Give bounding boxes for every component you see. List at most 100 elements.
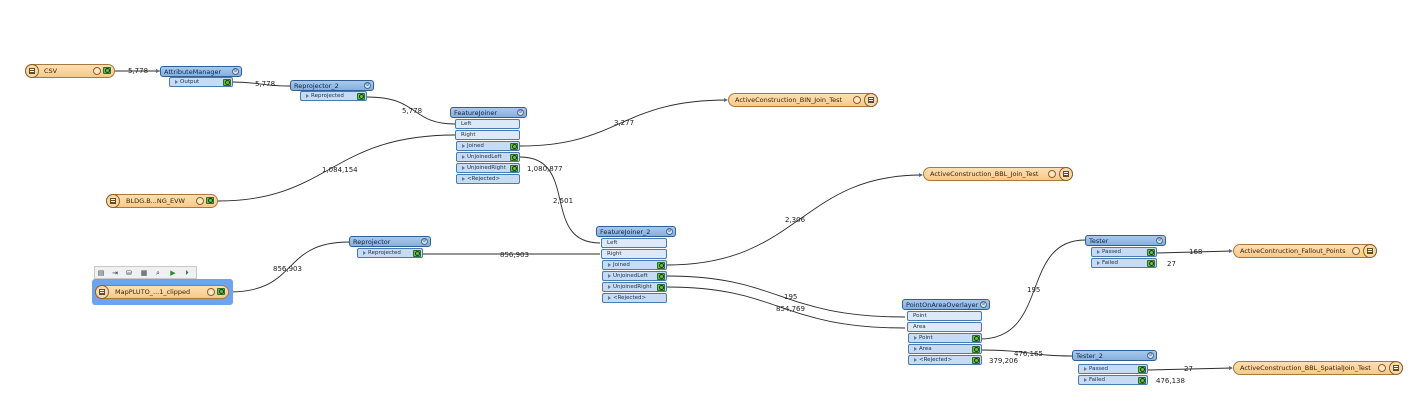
inspect-icon[interactable] — [510, 143, 518, 150]
output-port-rejected[interactable]: <Rejected> — [908, 355, 982, 365]
link-featurejoiner2-point — [666, 275, 906, 318]
output-port-failed[interactable]: Failed — [1091, 258, 1157, 268]
expand-icon — [1084, 366, 1087, 371]
link-mappluto-reprojector — [228, 241, 350, 293]
gear-icon[interactable] — [1048, 170, 1056, 178]
writer-bbl[interactable]: ActiveConstruction_BBL_Join_Test — [923, 167, 1073, 181]
cache-icon[interactable]: ⛁ — [126, 269, 132, 277]
play-step-icon[interactable]: ⏵ — [185, 269, 189, 277]
gear-icon[interactable] — [1378, 364, 1386, 372]
inspect-icon[interactable] — [1147, 249, 1155, 256]
writer-fallout[interactable]: ActiveContruction_Fallout_Points — [1233, 244, 1377, 258]
gear-icon[interactable]: ⚙ — [1156, 237, 1163, 244]
expand-icon — [608, 273, 611, 278]
transformer-header[interactable]: Tester ⚙ — [1085, 235, 1166, 246]
input-port-right[interactable]: Right — [455, 130, 520, 140]
transformer-header[interactable]: PointOnAreaOverlayer ⚙ — [902, 299, 990, 310]
gear-icon[interactable] — [93, 67, 101, 75]
transformer-header[interactable]: FeatureJoiner ⚙ — [450, 107, 527, 118]
port-label: UnjoinedRight — [613, 284, 652, 290]
database-icon — [25, 64, 39, 78]
transformer-header[interactable]: Reprojector ⚙ — [349, 236, 431, 247]
input-port-point[interactable]: Point — [907, 311, 982, 321]
output-port-rejected[interactable]: <Rejected> — [602, 293, 667, 303]
port-label: Area — [919, 346, 932, 352]
transformer-header[interactable]: AttributeManager ⚙ — [160, 66, 242, 77]
output-port-unjoinedleft[interactable]: UnjoinedLeft — [456, 152, 520, 162]
output-port-point[interactable]: Point — [908, 333, 982, 343]
input-port-left[interactable]: Left — [601, 238, 667, 248]
inspect-icon[interactable] — [1138, 366, 1146, 373]
inspect-icon[interactable] — [972, 357, 980, 364]
gear-icon[interactable] — [853, 96, 861, 104]
gear-icon[interactable]: ⚙ — [1147, 352, 1154, 359]
expand-icon — [175, 79, 178, 84]
inspect-icon[interactable] — [510, 154, 518, 161]
inspect-icon[interactable] — [657, 273, 665, 280]
gear-icon[interactable]: ⚙ — [980, 301, 987, 308]
gear-icon[interactable]: ⚙ — [232, 68, 239, 75]
output-port[interactable]: Reprojected — [300, 91, 367, 101]
expand-icon — [1084, 377, 1087, 382]
node-toolbar: ▤ ⇥ ⛁ ▦ ⌕ ▶ ⏵ — [94, 266, 197, 279]
inspect-icon[interactable] — [103, 67, 111, 74]
disable-icon[interactable]: ⇥ — [112, 269, 118, 277]
transformer-header[interactable]: FeatureJoiner_2 ⚙ — [596, 226, 676, 237]
inspect-icon[interactable] — [972, 346, 980, 353]
port-label: Failed — [1089, 377, 1105, 383]
inspect-icon[interactable] — [1138, 377, 1146, 384]
gear-icon[interactable] — [1352, 247, 1360, 255]
inspect-icon[interactable] — [413, 250, 421, 257]
gear-icon[interactable] — [207, 288, 215, 296]
gear-icon[interactable] — [196, 197, 204, 205]
grid-icon[interactable]: ▦ — [140, 269, 148, 277]
inspect-icon[interactable] — [357, 93, 365, 100]
inspect-icon[interactable] — [657, 284, 665, 291]
zoom-icon[interactable]: ⌕ — [156, 269, 160, 277]
output-port-passed[interactable]: Passed — [1078, 364, 1148, 374]
gear-icon[interactable]: ⚙ — [364, 82, 371, 89]
transformer-header[interactable]: Tester_2 ⚙ — [1072, 350, 1157, 361]
output-port-joined[interactable]: Joined — [602, 260, 667, 270]
writer-label: ActiveConstruction_BIN_Join_Test — [735, 96, 843, 104]
writer-bin[interactable]: ActiveConstruction_BIN_Join_Test — [728, 93, 878, 107]
output-port-failed[interactable]: Failed — [1078, 375, 1148, 385]
gear-icon[interactable]: ⚙ — [421, 238, 428, 245]
gear-icon[interactable]: ⚙ — [517, 109, 524, 116]
writer-spatial[interactable]: ActiveConstruction_BBL_SpatialJoin_Test — [1233, 361, 1403, 375]
run-icon[interactable]: ▤ — [97, 269, 105, 277]
inspect-icon[interactable] — [1147, 260, 1155, 267]
output-port[interactable]: Reprojected — [357, 248, 423, 258]
input-port-area[interactable]: Area — [907, 322, 982, 332]
inspect-icon[interactable] — [972, 335, 980, 342]
database-icon — [1363, 244, 1377, 258]
link-unjoinedleft-featurejoiner2 — [519, 156, 601, 244]
transformer-header[interactable]: Reprojector_2 ⚙ — [290, 80, 374, 91]
output-port-joined[interactable]: Joined — [456, 141, 520, 151]
output-port-area[interactable]: Area — [908, 344, 982, 354]
inspect-icon[interactable] — [223, 79, 231, 86]
play-icon[interactable]: ▶ — [170, 269, 176, 277]
inspect-icon[interactable] — [217, 288, 225, 295]
writer-label: ActiveConstruction_BBL_Join_Test — [930, 170, 1039, 178]
inspect-icon[interactable] — [657, 262, 665, 269]
gear-icon[interactable]: ⚙ — [666, 228, 673, 235]
expand-icon — [914, 357, 917, 362]
reader-csv[interactable]: CSV — [25, 64, 115, 78]
port-label: Output — [180, 79, 200, 85]
input-port-left[interactable]: Left — [455, 119, 520, 129]
output-port-unjoinedright[interactable]: UnjoinedRight — [602, 282, 667, 292]
feature-count: 1,084,154 — [322, 166, 358, 174]
output-port-unjoinedright[interactable]: UnjoinedRight — [456, 163, 520, 173]
expand-icon — [608, 295, 611, 300]
output-port-unjoinedleft[interactable]: UnjoinedLeft — [602, 271, 667, 281]
reader-mappluto[interactable]: MapPLUTO_...1_clipped — [95, 285, 229, 299]
inspect-icon[interactable] — [510, 165, 518, 172]
output-port-passed[interactable]: Passed — [1091, 247, 1157, 257]
reader-bldg[interactable]: BLDG.B...NG_EVW — [106, 194, 218, 208]
output-port[interactable]: Output — [169, 77, 233, 87]
inspect-icon[interactable] — [206, 197, 214, 204]
output-port-rejected[interactable]: <Rejected> — [456, 174, 520, 184]
input-port-right[interactable]: Right — [601, 249, 667, 259]
